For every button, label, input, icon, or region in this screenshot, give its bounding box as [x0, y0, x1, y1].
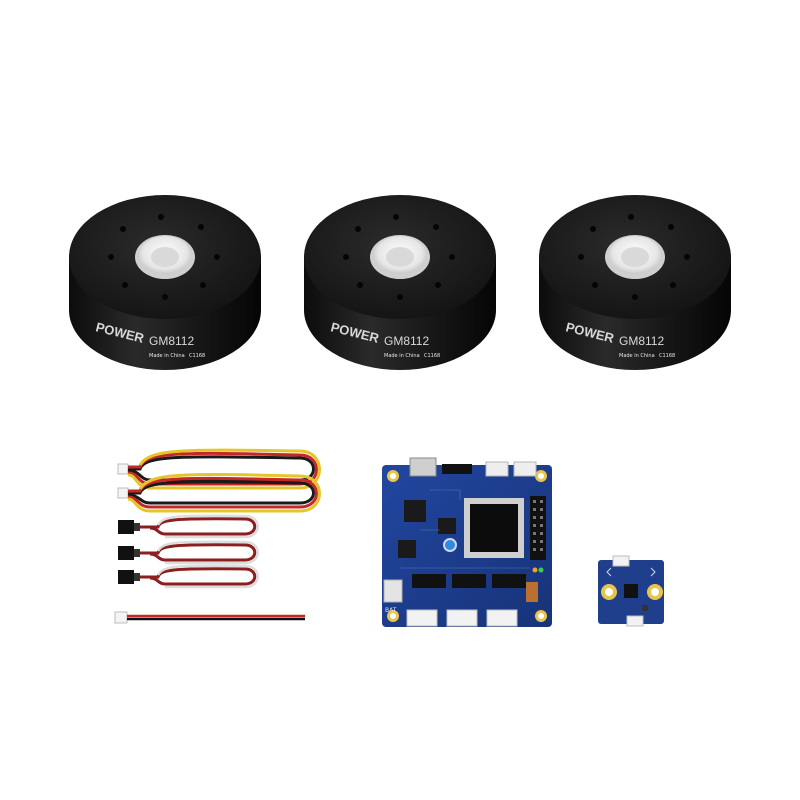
sensor-board — [598, 555, 664, 627]
gimbal-motor-1: POWER GM8112 Made in China C1168 — [69, 195, 261, 370]
model-text: GM8112 — [149, 334, 194, 348]
bat-label: BAT — [385, 607, 397, 614]
model-text: GM8112 — [384, 334, 429, 348]
servo-cable-1 — [118, 514, 259, 539]
origin-text: Made in China — [149, 353, 185, 359]
serial-text: C1168 — [424, 353, 440, 359]
servo-cable-2 — [118, 540, 259, 565]
origin-text: Made in China — [384, 353, 420, 359]
controller-board: BAT — [382, 457, 552, 627]
serial-text: C1168 — [189, 353, 205, 359]
gimbal-motor-3: POWER GM8112 Made in China C1168 — [539, 195, 731, 370]
servo-cable-3 — [118, 564, 259, 589]
power-cable — [114, 611, 305, 624]
model-text: GM8112 — [619, 334, 664, 348]
origin-text: Made in China — [619, 353, 655, 359]
motor-cable-2 — [117, 472, 321, 513]
gimbal-motor-2: POWER GM8112 Made in China C1168 — [304, 195, 496, 370]
motor-cable-1 — [117, 448, 321, 490]
serial-text: C1168 — [659, 353, 675, 359]
